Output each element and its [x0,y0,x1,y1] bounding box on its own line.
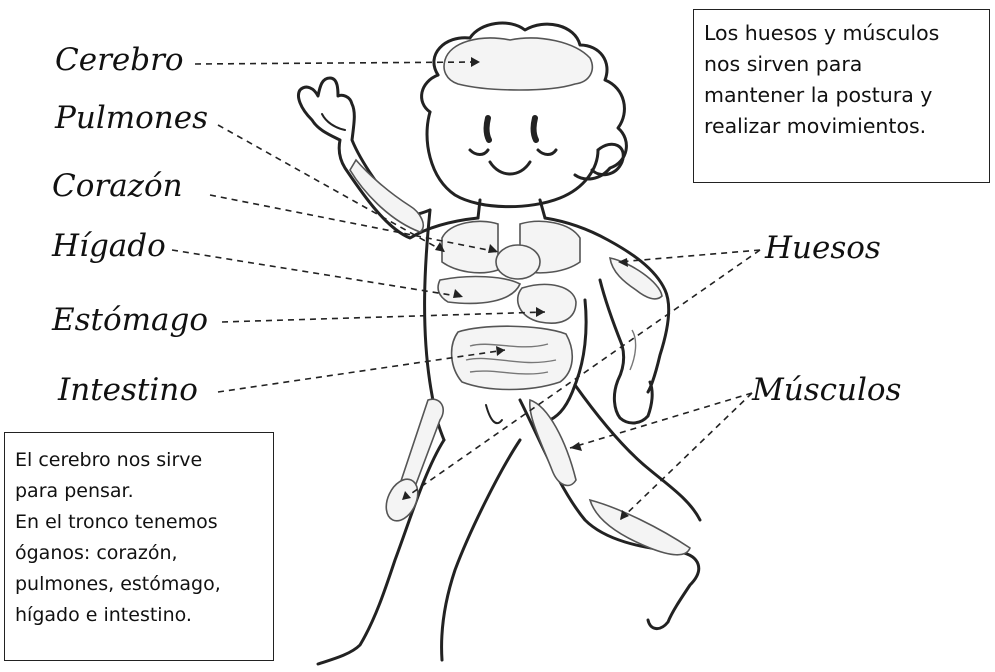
brain [444,38,592,90]
info-line: En el tronco tenemos [15,507,263,538]
info-line: El cerebro nos sirve [15,445,263,476]
info-line: realizar movimientos. [704,111,979,142]
label-estomago: Estómago [51,302,208,338]
mouth [490,162,530,174]
line-musculos-1 [570,393,752,448]
label-intestino: Intestino [57,372,198,408]
label-cerebro: Cerebro [55,42,184,78]
info-box-brain-trunk: El cerebro nos sirve para pensar. En el … [4,432,274,661]
left-leg [318,440,444,664]
info-line: pulmones, estómago, [15,569,263,600]
line-huesos-1 [618,250,760,262]
line-pulmones [218,125,445,252]
info-line: óganos: corazón, [15,538,263,569]
label-musculos: Músculos [751,372,901,408]
info-line: para pensar. [15,476,263,507]
info-line: nos sirven para [704,49,979,80]
leg-muscle [530,400,576,485]
info-line: Los huesos y músculos [704,18,979,49]
liver [438,277,520,304]
info-line: mantener la postura y [704,80,979,111]
info-box-bones-muscles: Los huesos y músculos nos sirven para ma… [693,9,990,183]
info-line: hígado e intestino. [15,600,263,631]
stomach [518,284,576,323]
lowered-arm [600,280,652,423]
label-higado: Hígado [51,228,166,264]
intestine [452,326,573,389]
line-estomago [222,312,545,322]
label-huesos: Huesos [764,230,881,266]
face [427,112,598,207]
organs [350,38,690,555]
lower-arm-bone [610,258,662,299]
line-cerebro [195,62,480,64]
label-pulmones: Pulmones [54,100,208,136]
eye-left [487,118,489,140]
label-corazon: Corazón [52,168,183,204]
heart [496,245,540,279]
eye-right [534,118,536,140]
line-higado [172,250,463,297]
